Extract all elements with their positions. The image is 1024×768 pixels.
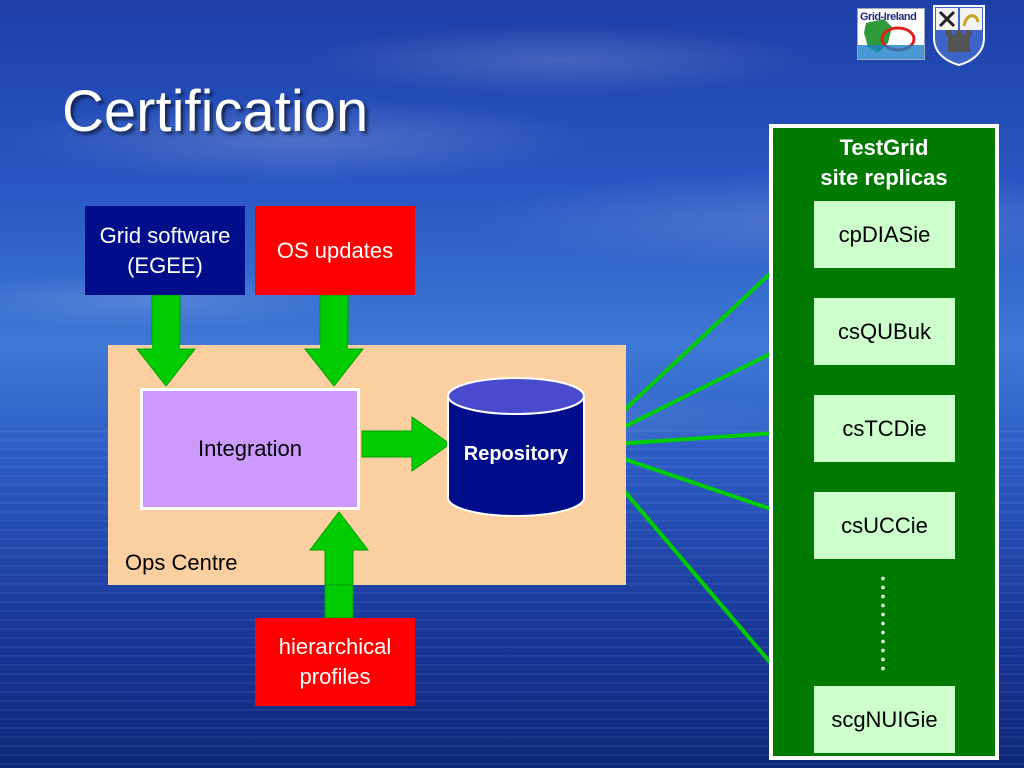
site-label: csTCDie — [842, 415, 927, 441]
hierarchical-profiles-box: hierarchical profiles — [255, 618, 415, 706]
testgrid-title-line2: site replicas — [820, 165, 948, 190]
grid-software-line1: Grid software — [99, 222, 231, 248]
site-label: cpDIASie — [838, 221, 931, 247]
site-cstcdie: csTCDie — [814, 395, 955, 462]
grid-ireland-text: Grid-Ireland — [860, 11, 917, 23]
hierarchical-line2: profiles — [299, 664, 371, 689]
grid-ireland-logo: Grid-Ireland — [857, 8, 925, 60]
ops-centre-label: Ops Centre — [125, 550, 238, 575]
ellipsis-dots — [881, 574, 885, 674]
site-label: scgNUIGie — [831, 706, 938, 732]
testgrid-title: TestGrid site replicas — [769, 133, 999, 193]
os-updates-box: OS updates — [255, 206, 415, 295]
site-label: csQUBuk — [838, 318, 931, 344]
repository-label: Repository — [463, 443, 569, 465]
hierarchical-line1: hierarchical — [278, 634, 392, 659]
university-crest-icon — [932, 4, 986, 67]
integration-box: Integration — [140, 388, 360, 510]
grid-software-line2: (EGEE) — [127, 252, 203, 278]
site-label: csUCCie — [841, 512, 928, 538]
grid-software-box: Grid software (EGEE) — [85, 206, 245, 295]
site-scgnuigie: scgNUIGie — [814, 686, 955, 753]
os-updates-label: OS updates — [276, 237, 394, 263]
site-csuccie: csUCCie — [814, 492, 955, 559]
testgrid-title-line1: TestGrid — [839, 135, 929, 160]
integration-label: Integration — [198, 436, 302, 461]
site-csqubuk: csQUBuk — [814, 298, 955, 365]
site-cpdiasie: cpDIASie — [814, 201, 955, 268]
slide-title: Certification — [62, 79, 369, 144]
